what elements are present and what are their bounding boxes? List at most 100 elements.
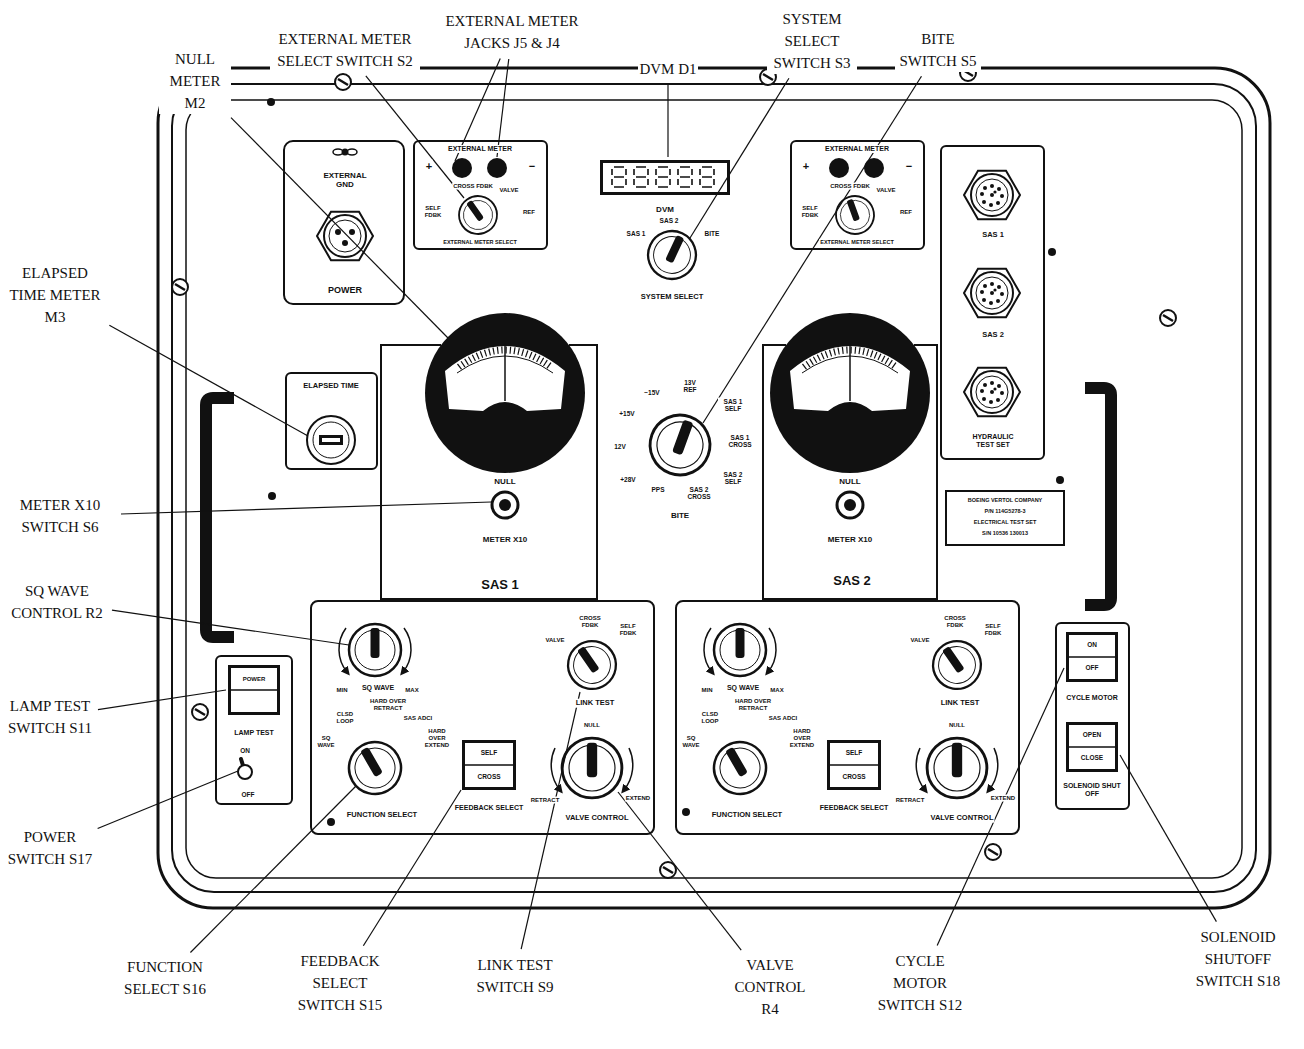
callout-label: DVM D1	[638, 58, 698, 80]
panel-legend: REF	[899, 209, 913, 216]
selector-knob	[559, 632, 626, 699]
panel-legend: CROSS FDBK	[938, 615, 972, 629]
panel-legend: FUNCTION SELECT	[711, 811, 783, 820]
dial-position-label: 12V	[613, 443, 627, 450]
callout-label: METER X10 SWITCH S6	[4, 494, 116, 538]
callout-label: BITE SWITCH S5	[895, 28, 981, 72]
dial-position-label: PPS	[650, 486, 665, 493]
null-meter-panel: NULLMETER X10SAS 2	[762, 345, 938, 600]
callout-label: LAMP TEST SWITCH S11	[7, 695, 93, 739]
panel-legend: RETRACT	[895, 797, 926, 804]
dvm-display: DVM	[600, 160, 730, 195]
panel-legend: FUNCTION SELECT	[346, 811, 418, 820]
selector-knob	[924, 632, 991, 699]
panel-legend: SQ WAVE	[313, 735, 339, 749]
panel-legend: CLSD LOOP	[331, 711, 359, 725]
outer-bezel	[158, 68, 1270, 908]
panel-legend: EXTERNAL METER SELECT	[819, 239, 895, 245]
leader-line	[1120, 755, 1216, 922]
panel-legend: CROSS FDBK	[452, 183, 494, 190]
panel-legend: SELF	[480, 749, 499, 756]
screw	[172, 279, 188, 295]
panel-legend: MAX	[404, 687, 419, 694]
panel-legend: BOEING VERTOL COMPANY	[967, 497, 1044, 503]
callout-label: POWER SWITCH S17	[7, 826, 93, 870]
panel-legend: ELAPSED TIME	[302, 382, 359, 391]
panel-legend: NULL	[583, 722, 601, 729]
panel-legend: SAS ADCI	[403, 715, 433, 722]
panel-legend: MAX	[769, 687, 784, 694]
dial-position-label: SAS 1	[626, 230, 647, 237]
feedback-select-button: SELFCROSSFEEDBACK SELECT	[827, 740, 881, 790]
leader-line	[112, 610, 349, 645]
panel-legend: CLSD LOOP	[696, 711, 724, 725]
leader-line	[231, 118, 448, 338]
callout-label: EXTERNAL METER JACKS J5 & J4	[437, 10, 587, 54]
panel-legend: MIN	[701, 687, 714, 694]
panel-legend: FEEDBACK SELECT	[819, 804, 889, 812]
panel-legend: −	[905, 160, 913, 173]
dial-position-label: BITE	[704, 230, 721, 237]
connector-receptacle	[964, 368, 1020, 416]
null-meter-panel: NULLMETER X10SAS 1	[380, 345, 598, 600]
panel-legend: LINK TEST	[940, 699, 981, 708]
nameplate: BOEING VERTOL COMPANYP/N 114G5278-3ELECT…	[945, 490, 1065, 546]
panel-legend: POWER	[327, 285, 363, 295]
panel-legend: CROSS	[476, 773, 501, 780]
cycle-motor-button: ONOFF	[1066, 632, 1118, 682]
selector-knob	[831, 191, 880, 240]
panel-legend: P/N 114G5278-3	[984, 508, 1027, 514]
feedback-select-button: SELFCROSSFEEDBACK SELECT	[462, 740, 516, 790]
dial-position-label: +15V	[618, 410, 635, 417]
carry-handle	[206, 398, 234, 637]
leader-line	[667, 85, 668, 157]
panel-legend: REF	[522, 209, 536, 216]
panel-legend: VALVE	[544, 637, 565, 644]
panel-legend: NULL	[493, 477, 516, 486]
panel-legend: SELF	[845, 749, 864, 756]
panel-legend: HYDRAULIC TEST SET	[962, 433, 1024, 449]
panel-legend: EXTEND	[990, 795, 1016, 802]
panel-legend: ON	[239, 747, 251, 754]
panel-legend: VALVE CONTROL	[564, 814, 629, 823]
dial-position-label: +28V	[619, 476, 636, 483]
panel-legend: OFF	[1085, 664, 1100, 671]
leader-line	[497, 59, 509, 157]
carry-handle	[1085, 388, 1111, 605]
selector-knob	[640, 223, 704, 287]
panel-legend: CLOSE	[1080, 754, 1104, 761]
rotation-arrows	[339, 628, 998, 790]
callout-label: ELAPSED TIME METER M3	[5, 262, 105, 328]
callout-label: VALVE CONTROL R4	[725, 954, 815, 1020]
panel-legend: SAS 1	[981, 231, 1005, 240]
dial-position-label: SAS 1 CROSS	[723, 434, 757, 449]
panel-legend: SAS 2	[832, 574, 872, 589]
dial-position-label: 13V REF	[676, 379, 704, 394]
connector-receptacle	[964, 269, 1020, 317]
power-toggle	[238, 759, 252, 779]
sas-control-panel: SQ WAVEMINMAXSQ WAVECLSD LOOPHARD OVER R…	[310, 600, 655, 835]
rivet-dots	[267, 98, 1064, 826]
elapsed-time-meter	[307, 416, 355, 464]
dial-position-label: SYSTEM SELECT	[640, 293, 705, 302]
null-meter	[425, 313, 585, 473]
screw	[335, 74, 351, 90]
panel-legend: HARD OVER EXTEND	[419, 728, 455, 749]
panel-legend: SELF FDBK	[979, 623, 1007, 637]
panel-legend: SELF FDBK	[417, 205, 449, 219]
lamp-test-button: POWER	[228, 665, 280, 715]
panel-legend: EXTERNAL METER	[447, 145, 513, 153]
callout-label: LINK TEST SWITCH S9	[460, 954, 570, 998]
panel-legend: +	[802, 160, 810, 173]
external-meter-panel: EXTERNAL METER+−SELF FDBKCROSS FDBKVALVE…	[790, 140, 925, 250]
panel-legend: VALVE	[875, 187, 896, 194]
screw	[985, 844, 1001, 860]
panel-legend: CROSS FDBK	[573, 615, 607, 629]
callout-label: CYCLE MOTOR SWITCH S12	[875, 950, 965, 1016]
elapsed-time-panel: ELAPSED TIME	[285, 372, 378, 470]
panel-legend: SQ WAVE	[361, 684, 395, 692]
callout-label: EXTERNAL METER SELECT SWITCH S2	[270, 28, 420, 72]
callout-label: SYSTEM SELECT SWITCH S3	[767, 8, 857, 74]
